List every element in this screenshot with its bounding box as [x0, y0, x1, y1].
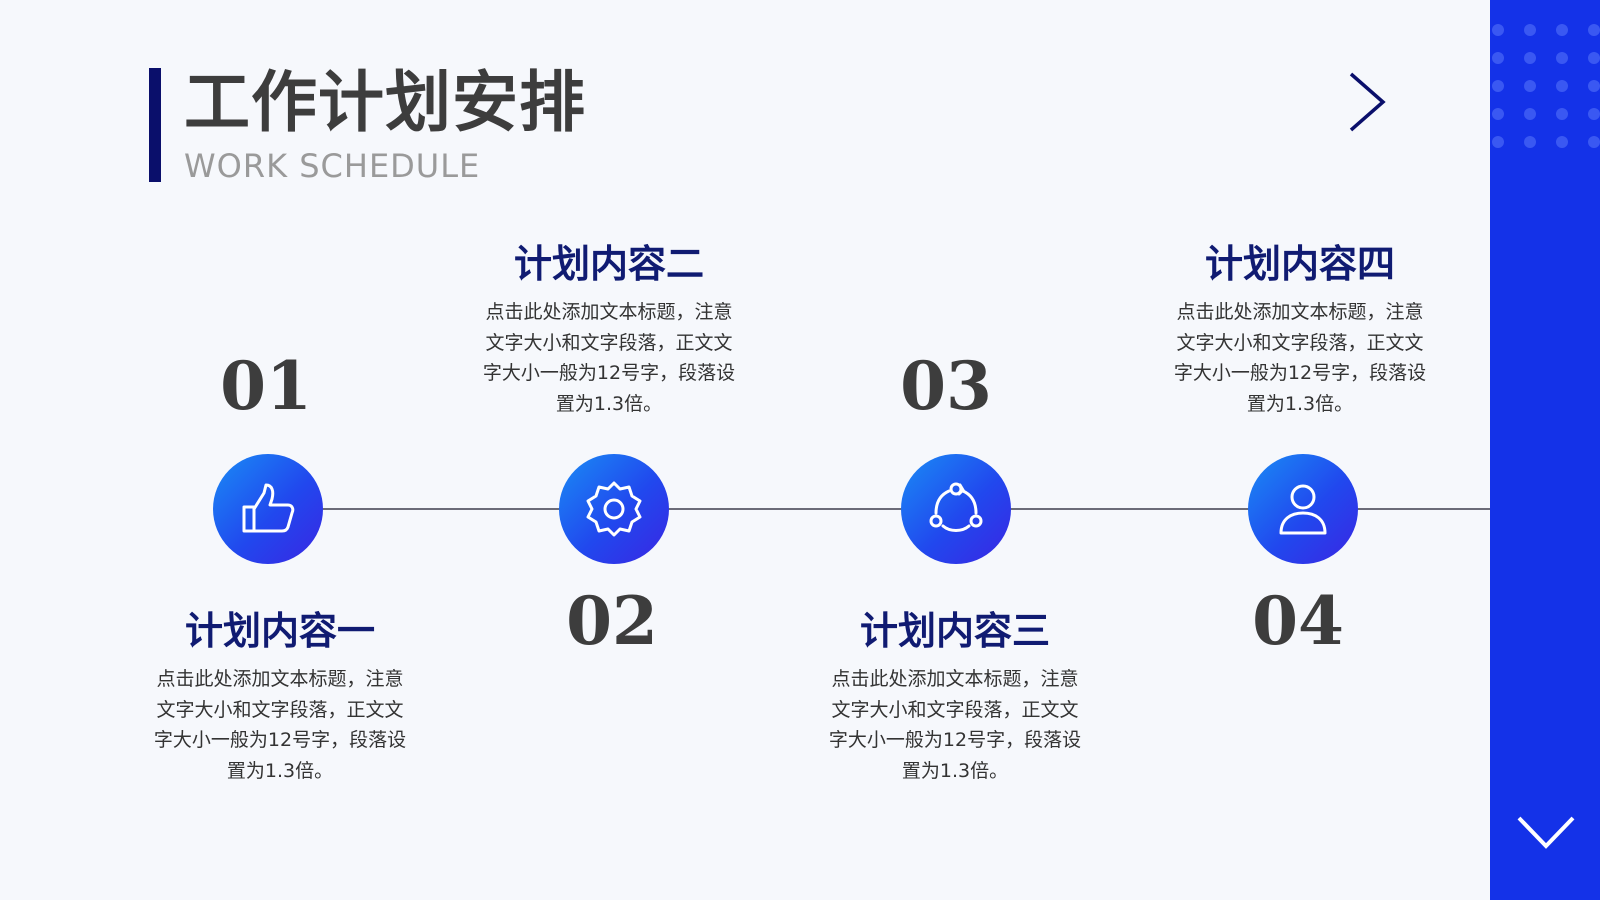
step-desc-2: 点击此处添加文本标题，注意文字大小和文字段落，正文文字大小一般为12号字，段落设… [482, 301, 736, 415]
step-number-4: 04 [1252, 582, 1344, 660]
page-title: 工作计划安排 [184, 63, 586, 141]
thumbs-up-icon [242, 483, 295, 533]
share-cycle-icon [929, 482, 983, 532]
step-title-3: 计划内容三 [859, 608, 1050, 653]
step-circle-1[interactable] [213, 454, 323, 564]
chevron-right-icon [1349, 72, 1386, 132]
step-title-2: 计划内容二 [513, 241, 704, 286]
title-accent-bar [149, 68, 161, 182]
page-subtitle: WORK SCHEDULE [184, 147, 481, 185]
step-circle-3[interactable] [901, 454, 1011, 564]
step-desc-1: 点击此处添加文本标题，注意文字大小和文字段落，正文文字大小一般为12号字，段落设… [153, 668, 407, 782]
user-icon [1279, 484, 1327, 535]
step-title-4: 计划内容四 [1204, 241, 1395, 286]
step-number-3: 03 [900, 347, 992, 425]
step-number-2: 02 [566, 582, 658, 660]
next-button[interactable] [1345, 70, 1389, 134]
dot-pattern-decoration [1492, 24, 1600, 148]
step-circle-4[interactable] [1248, 454, 1358, 564]
step-desc-3: 点击此处添加文本标题，注意文字大小和文字段落，正文文字大小一般为12号字，段落设… [828, 668, 1082, 782]
chevron-down-icon [1517, 816, 1575, 849]
timeline-line [266, 508, 1490, 510]
side-accent-panel [1490, 0, 1600, 900]
step-circle-2[interactable] [559, 454, 669, 564]
scroll-down-button[interactable] [1515, 812, 1577, 852]
step-desc-4: 点击此处添加文本标题，注意文字大小和文字段落，正文文字大小一般为12号字，段落设… [1173, 301, 1427, 415]
step-title-1: 计划内容一 [184, 608, 375, 653]
step-number-1: 01 [220, 347, 312, 425]
gear-icon [586, 481, 642, 537]
